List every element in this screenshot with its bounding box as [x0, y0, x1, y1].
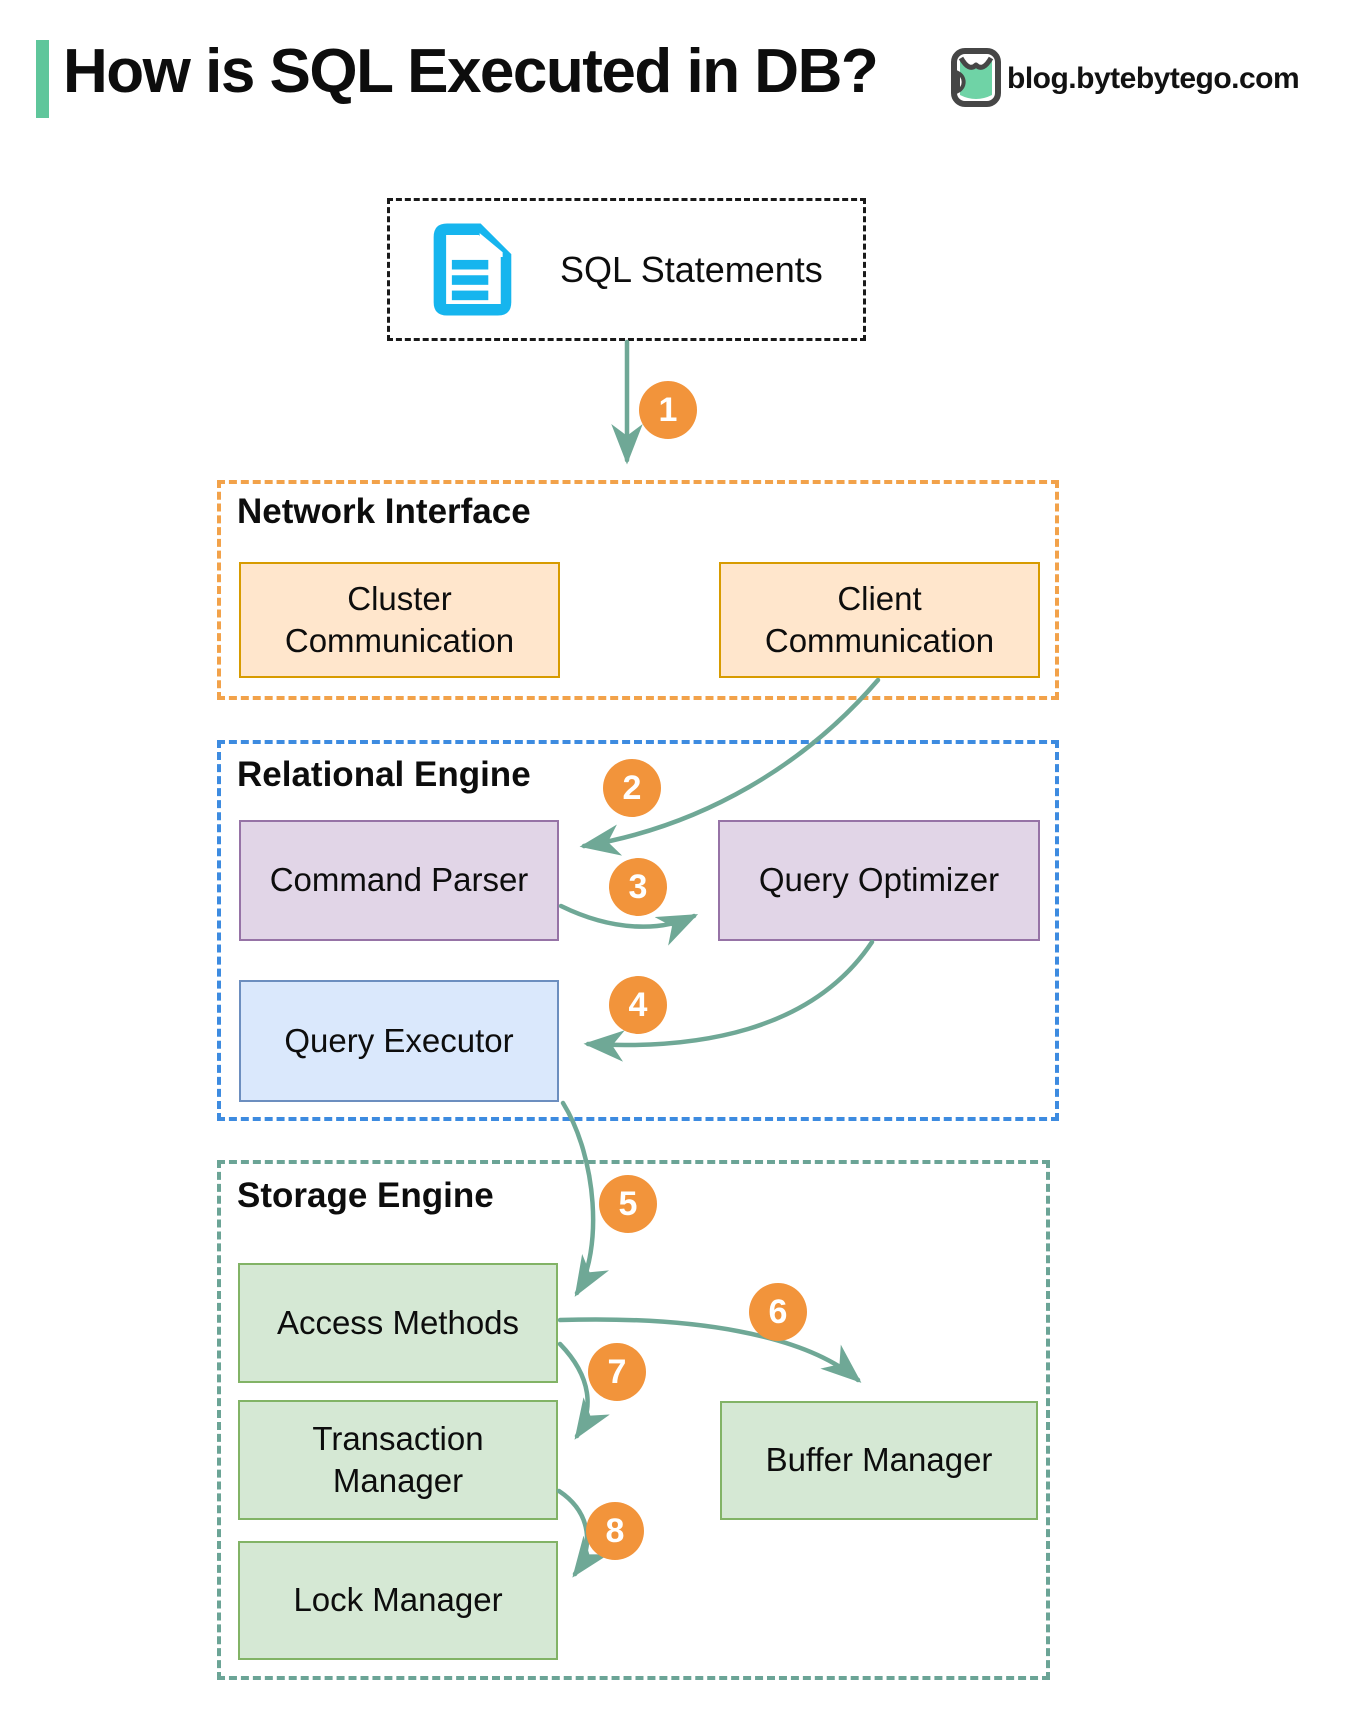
step-badge-7: 7: [588, 1343, 646, 1401]
step-badge-3: 3: [609, 858, 667, 916]
sql-statements-box: SQL Statements: [387, 198, 866, 341]
site-url-label: blog.bytebytego.com: [1007, 62, 1300, 95]
relational-engine-title: Relational Engine: [237, 755, 531, 794]
storage-engine-section: [217, 1160, 1050, 1680]
step-badge-6: 6: [749, 1283, 807, 1341]
query-executor-box: Query Executor: [239, 980, 559, 1102]
step-badge-2: 2: [603, 759, 661, 817]
title-accent-bar: [36, 40, 49, 118]
step-badge-4: 4: [609, 976, 667, 1034]
command-parser-box: Command Parser: [239, 820, 559, 941]
cluster-communication-box: Cluster Communication: [239, 562, 560, 678]
step-badge-1: 1: [639, 381, 697, 439]
network-interface-title: Network Interface: [237, 492, 531, 531]
document-icon: [433, 223, 512, 316]
sql-statements-label: SQL Statements: [560, 248, 823, 290]
storage-engine-title: Storage Engine: [237, 1176, 494, 1215]
client-communication-box: Client Communication: [719, 562, 1040, 678]
lock-manager-box: Lock Manager: [238, 1541, 558, 1660]
query-optimizer-box: Query Optimizer: [718, 820, 1040, 941]
bytebytego-logo-icon: [951, 48, 1001, 107]
page-title: How is SQL Executed in DB?: [63, 37, 879, 106]
buffer-manager-box: Buffer Manager: [720, 1401, 1038, 1520]
step-badge-8: 8: [586, 1502, 644, 1560]
access-methods-box: Access Methods: [238, 1263, 558, 1383]
transaction-manager-box: Transaction Manager: [238, 1400, 558, 1520]
step-badge-5: 5: [599, 1175, 657, 1233]
